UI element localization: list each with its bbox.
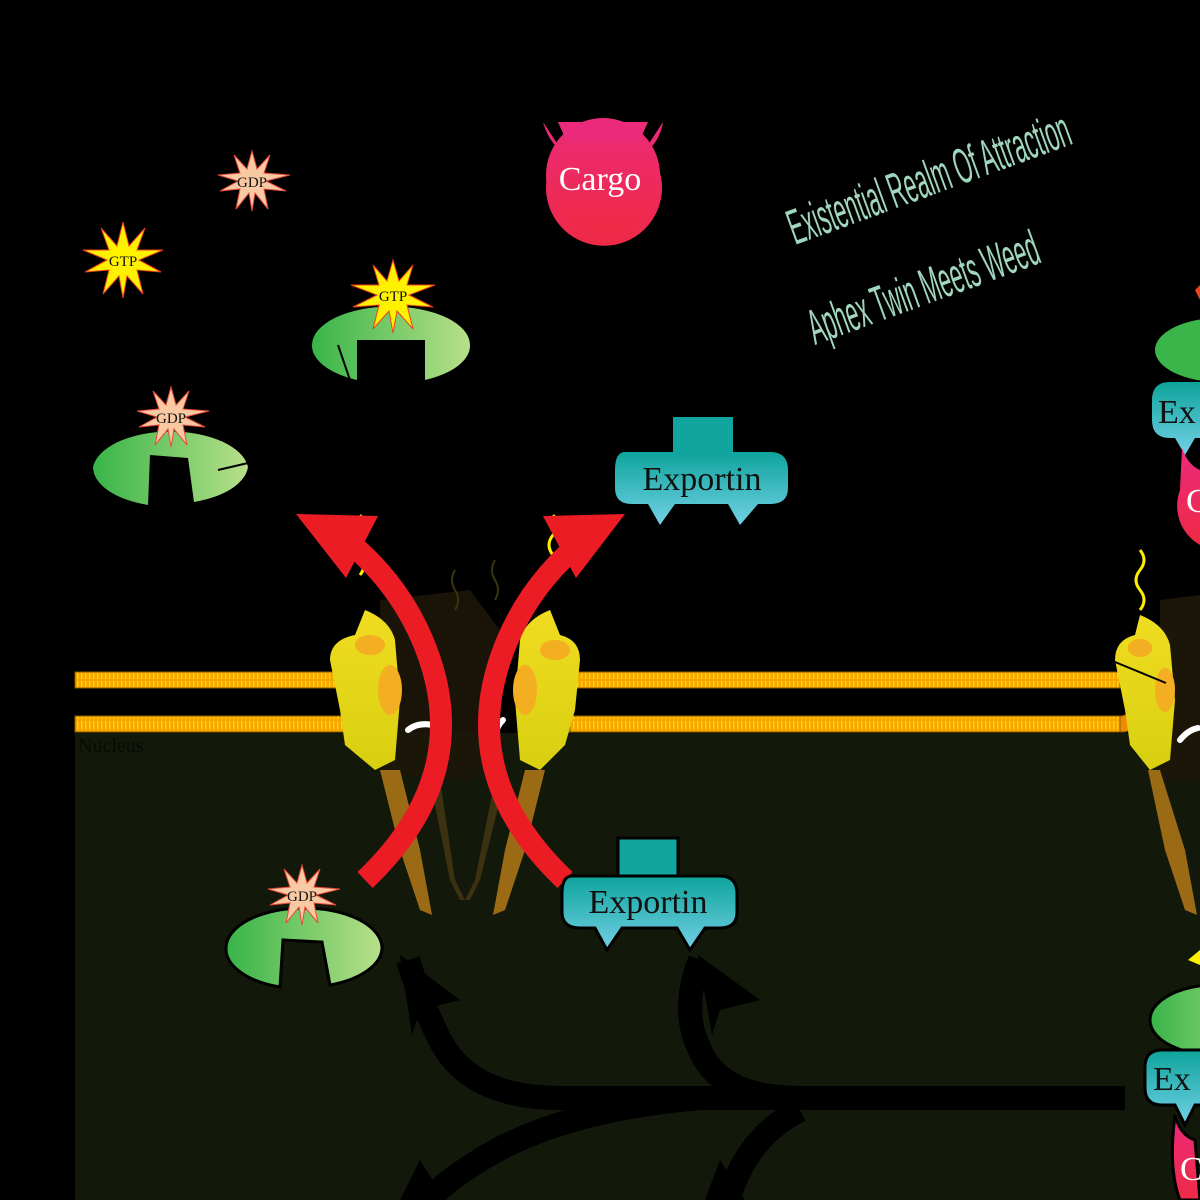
gdp-label: GDP — [237, 175, 267, 191]
nucleus-label: Nucleus — [78, 735, 144, 757]
exportin-label-partial: Ex — [1158, 394, 1196, 431]
ran-gdp-complex-nucleus: GDP — [224, 863, 384, 989]
ran-gdp-complex: GDP — [93, 385, 249, 505]
cargo-label-partial: C — [1186, 483, 1200, 520]
ran-protein — [224, 906, 384, 989]
cargo-protein: Cargo — [543, 118, 663, 246]
export-arrows — [296, 514, 625, 888]
red-arrow-right — [478, 526, 597, 888]
red-arrow-left — [333, 526, 452, 888]
exportin-label: Exportin — [643, 461, 762, 498]
exportin-protein: Exportin — [615, 417, 788, 525]
exportin-label: Exportin — [589, 884, 708, 921]
ran-gtp-complex: GTP — [311, 258, 471, 381]
gdp-molecule: GDP — [267, 863, 341, 926]
pathway-arrowhead — [698, 955, 760, 1035]
cargo-label: Cargo — [559, 161, 641, 198]
pathway-arrowhead — [400, 955, 460, 1035]
nuclear-pore-complex-right — [1114, 549, 1200, 915]
pathway-arrowhead — [400, 1160, 445, 1200]
gdp-label: GDP — [156, 411, 186, 427]
exportin-label-partial: Ex — [1153, 1061, 1191, 1098]
gtp-molecule: GTP — [350, 258, 436, 334]
pathway-arrowhead — [705, 1160, 745, 1200]
export-complex-nucleus-partial: Ex C — [1143, 950, 1200, 1200]
ran-protein — [311, 306, 471, 380]
gdp-molecule: GDP — [136, 385, 210, 448]
gtp-label: GTP — [109, 254, 137, 270]
gtp-molecule: GTP — [82, 221, 164, 299]
red-arrowhead-right — [543, 514, 625, 578]
export-complex-cytoplasm-partial: Ex C — [1152, 285, 1200, 545]
gdp-molecule: GDP — [217, 149, 291, 212]
gdp-label: GDP — [287, 889, 317, 905]
cargo-label-partial: C — [1180, 1151, 1200, 1188]
exportin-protein-nucleus: Exportin — [560, 836, 739, 953]
ran-protein — [93, 431, 248, 505]
red-arrowhead-left — [296, 514, 378, 578]
gtp-label: GTP — [379, 289, 407, 305]
